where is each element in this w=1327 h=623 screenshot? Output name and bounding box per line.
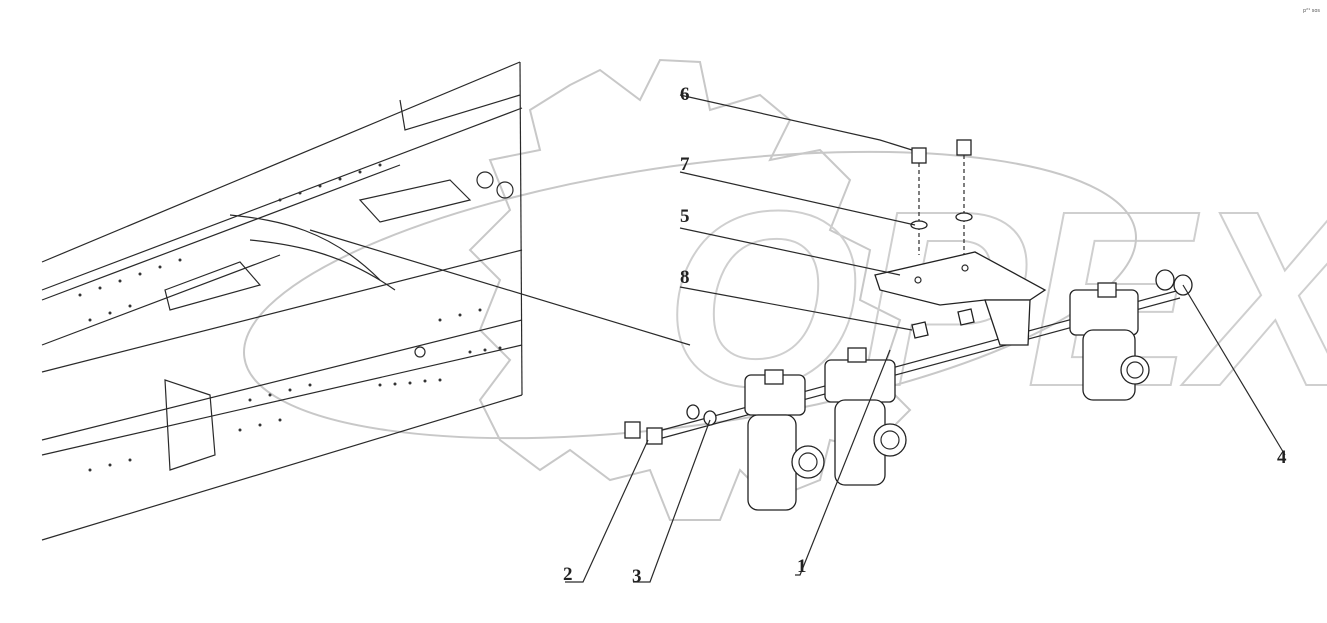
callout-6: 6 (680, 84, 690, 105)
callout-3: 3 (632, 566, 642, 587)
mounting-bracket (874, 251, 1047, 346)
valve-right (1069, 282, 1150, 401)
watermark-gear (468, 58, 912, 521)
bolts (910, 139, 975, 339)
valve-left (744, 369, 825, 511)
left-fittings (624, 404, 717, 445)
valve-middle (824, 347, 907, 486)
callout-1: 1 (797, 556, 807, 577)
callout-2: 2 (563, 564, 573, 585)
callout-8: 8 (680, 267, 690, 288)
valve-assemblies (744, 282, 1150, 511)
leader-lines (565, 94, 1286, 583)
callout-5: 5 (680, 206, 690, 227)
chassis-frame (41, 61, 691, 541)
corner-code: p²¹ sos (1303, 8, 1320, 14)
callout-4: 4 (1277, 447, 1287, 468)
callout-7: 7 (680, 154, 690, 175)
